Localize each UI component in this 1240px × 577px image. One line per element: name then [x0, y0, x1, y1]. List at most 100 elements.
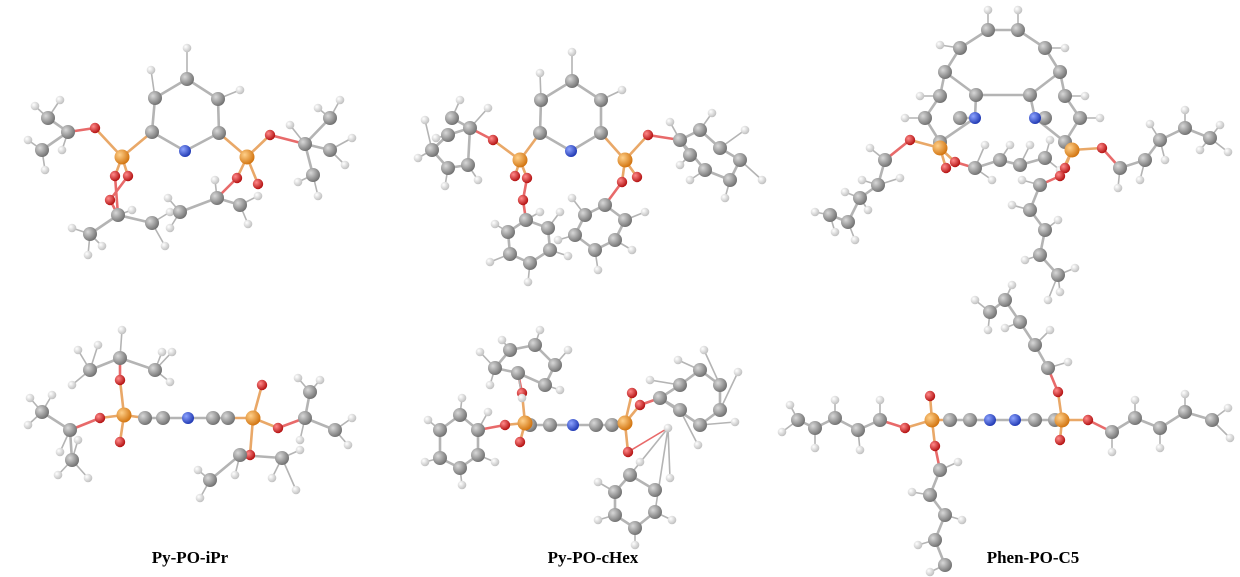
- phen-po-c5-side-carbon-atom: [923, 488, 937, 502]
- py-po-ipr-side-hydrogen-atom: [315, 375, 325, 385]
- phen-po-c5-top-hydrogen-atom: [1180, 105, 1190, 115]
- phen-po-c5-top-hydrogen-atom: [1007, 200, 1017, 210]
- caption-phen-po-c5: Phen-PO-C5: [986, 548, 1080, 567]
- phen-po-c5-top-carbon-atom: [918, 111, 932, 125]
- py-po-chex-side-carbon-atom: [608, 508, 622, 522]
- py-po-chex-side-carbon-atom: [471, 423, 485, 437]
- py-po-chex-side-hydrogen-atom: [490, 457, 500, 467]
- phen-po-c5-top-nitrogen-atom: [969, 112, 981, 124]
- py-po-chex-side-nitrogen-atom: [567, 419, 579, 431]
- py-po-ipr-top-hydrogen-atom: [160, 241, 170, 251]
- py-po-ipr-side-hydrogen-atom: [53, 470, 63, 480]
- phen-po-c5-top-carbon-atom: [1058, 89, 1072, 103]
- py-po-chex-top-hydrogen-atom: [567, 47, 577, 57]
- py-po-chex-side-hydrogen-atom: [420, 457, 430, 467]
- py-po-chex-top-carbon-atom: [533, 126, 547, 140]
- py-po-chex-side-carbon-atom: [543, 418, 557, 432]
- py-po-chex-top-carbon-atom: [501, 225, 515, 239]
- py-po-ipr-top-hydrogen-atom: [165, 207, 175, 217]
- py-po-chex-side-phosphorus-atom: [517, 415, 533, 431]
- phen-po-c5-top-hydrogen-atom: [1160, 155, 1170, 165]
- phen-po-c5-top-carbon-atom: [969, 88, 983, 102]
- py-po-chex-side-hydrogen-atom: [693, 440, 703, 450]
- py-po-ipr-top-oxygen-atom: [109, 170, 121, 182]
- py-po-ipr-top-hydrogen-atom: [165, 223, 175, 233]
- phen-po-c5-top-carbon-atom: [1203, 131, 1217, 145]
- py-po-chex-side-carbon-atom: [623, 468, 637, 482]
- py-po-chex-top-carbon-atom: [618, 213, 632, 227]
- phen-po-c5-side-carbon-atom: [998, 293, 1012, 307]
- py-po-chex-top-carbon-atom: [683, 148, 697, 162]
- py-po-ipr-side-hydrogen-atom: [67, 380, 77, 390]
- phen-po-c5-top-carbon-atom: [981, 23, 995, 37]
- py-po-ipr-top-hydrogen-atom: [235, 85, 245, 95]
- py-po-chex-top-carbon-atom: [733, 153, 747, 167]
- py-po-chex-side-carbon-atom: [433, 423, 447, 437]
- py-po-ipr-side-hydrogen-atom: [193, 465, 203, 475]
- py-po-ipr-top-carbon-atom: [173, 205, 187, 219]
- py-po-ipr-side-carbon-atom: [35, 405, 49, 419]
- py-po-chex-top-hydrogen-atom: [440, 181, 450, 191]
- py-po-chex-top-carbon-atom: [588, 243, 602, 257]
- py-po-chex-side-hydrogen-atom: [535, 325, 545, 335]
- py-po-ipr-side-hydrogen-atom: [347, 413, 357, 423]
- py-po-ipr-side-hydrogen-atom: [23, 420, 33, 430]
- phen-po-c5-top-carbon-atom: [1153, 133, 1167, 147]
- phen-po-c5-top-carbon-atom: [938, 65, 952, 79]
- phen-po-c5-side-carbon-atom: [963, 413, 977, 427]
- phen-po-c5-top-hydrogen-atom: [1095, 113, 1105, 123]
- phen-po-c5-top-oxygen-atom: [940, 162, 952, 174]
- py-po-ipr-side-carbon-atom: [303, 385, 317, 399]
- phen-po-c5-top-hydrogen-atom: [900, 113, 910, 123]
- phen-po-c5-side-carbon-atom: [1105, 425, 1119, 439]
- py-po-chex-side-carbon-atom: [693, 363, 707, 377]
- py-po-chex-side-hydrogen-atom: [665, 473, 675, 483]
- phen-po-c5-side-hydrogen-atom: [983, 325, 993, 335]
- phen-po-c5-top-carbon-atom: [1073, 111, 1087, 125]
- py-po-chex-side-carbon-atom: [433, 451, 447, 465]
- phen-po-c5-top-hydrogen-atom: [850, 235, 860, 245]
- phen-po-c5-top-carbon-atom: [1023, 203, 1037, 217]
- py-po-chex-top-hydrogen-atom: [567, 193, 577, 203]
- phen-po-c5-side-hydrogen-atom: [777, 427, 787, 437]
- py-po-chex-top-hydrogen-atom: [473, 175, 483, 185]
- py-po-chex-top-hydrogen-atom: [523, 277, 533, 287]
- py-po-ipr-top-carbon-atom: [35, 143, 49, 157]
- py-po-chex-side-carbon-atom: [648, 483, 662, 497]
- py-po-chex-top-hydrogen-atom: [483, 103, 493, 113]
- py-po-ipr-side-hydrogen-atom: [291, 485, 301, 495]
- py-po-chex-top-hydrogen-atom: [665, 117, 675, 127]
- py-po-chex-top-hydrogen-atom: [627, 245, 637, 255]
- py-po-ipr-side-hydrogen-atom: [293, 373, 303, 383]
- py-po-chex-side-oxygen-atom: [634, 399, 646, 411]
- py-po-ipr-side-carbon-atom: [206, 411, 220, 425]
- py-po-chex-top-carbon-atom: [445, 111, 459, 125]
- py-po-chex-top-hydrogen-atom: [563, 251, 573, 261]
- phen-po-c5-top-phosphorus-atom: [1064, 142, 1080, 158]
- phen-po-c5-side-carbon-atom: [1153, 421, 1167, 435]
- py-po-chex-side-hydrogen-atom: [593, 477, 603, 487]
- py-po-chex-top-carbon-atom: [598, 198, 612, 212]
- phen-po-c5-top-hydrogen-atom: [1195, 145, 1205, 155]
- phen-po-c5-side-hydrogen-atom: [913, 540, 923, 550]
- py-po-chex-top-hydrogen-atom: [455, 95, 465, 105]
- py-po-ipr-top-carbon-atom: [61, 125, 75, 139]
- py-po-ipr-top-carbon-atom: [41, 111, 55, 125]
- py-po-chex-top-oxygen-atom: [487, 134, 499, 146]
- py-po-chex-side-hydrogen-atom: [423, 415, 433, 425]
- py-po-ipr-top-hydrogen-atom: [285, 120, 295, 130]
- py-po-chex-side-hydrogen-atom: [563, 345, 573, 355]
- py-po-ipr-side-oxygen-atom: [256, 379, 268, 391]
- phen-po-c5-top-carbon-atom: [878, 153, 892, 167]
- phen-po-c5-side-hydrogen-atom: [1045, 325, 1055, 335]
- py-po-ipr-side-hydrogen-atom: [73, 435, 83, 445]
- py-po-chex-side-bond: [654, 427, 669, 513]
- py-po-ipr-top-oxygen-atom: [89, 122, 101, 134]
- py-po-chex-side-carbon-atom: [673, 403, 687, 417]
- py-po-chex-side-bond: [719, 371, 739, 411]
- caption-py-po-ipr: Py-PO-iPr: [151, 548, 229, 567]
- py-po-chex-side-hydrogen-atom: [555, 385, 565, 395]
- phen-po-c5-side-hydrogen-atom: [1063, 357, 1073, 367]
- phen-po-c5-top-hydrogen-atom: [1145, 119, 1155, 129]
